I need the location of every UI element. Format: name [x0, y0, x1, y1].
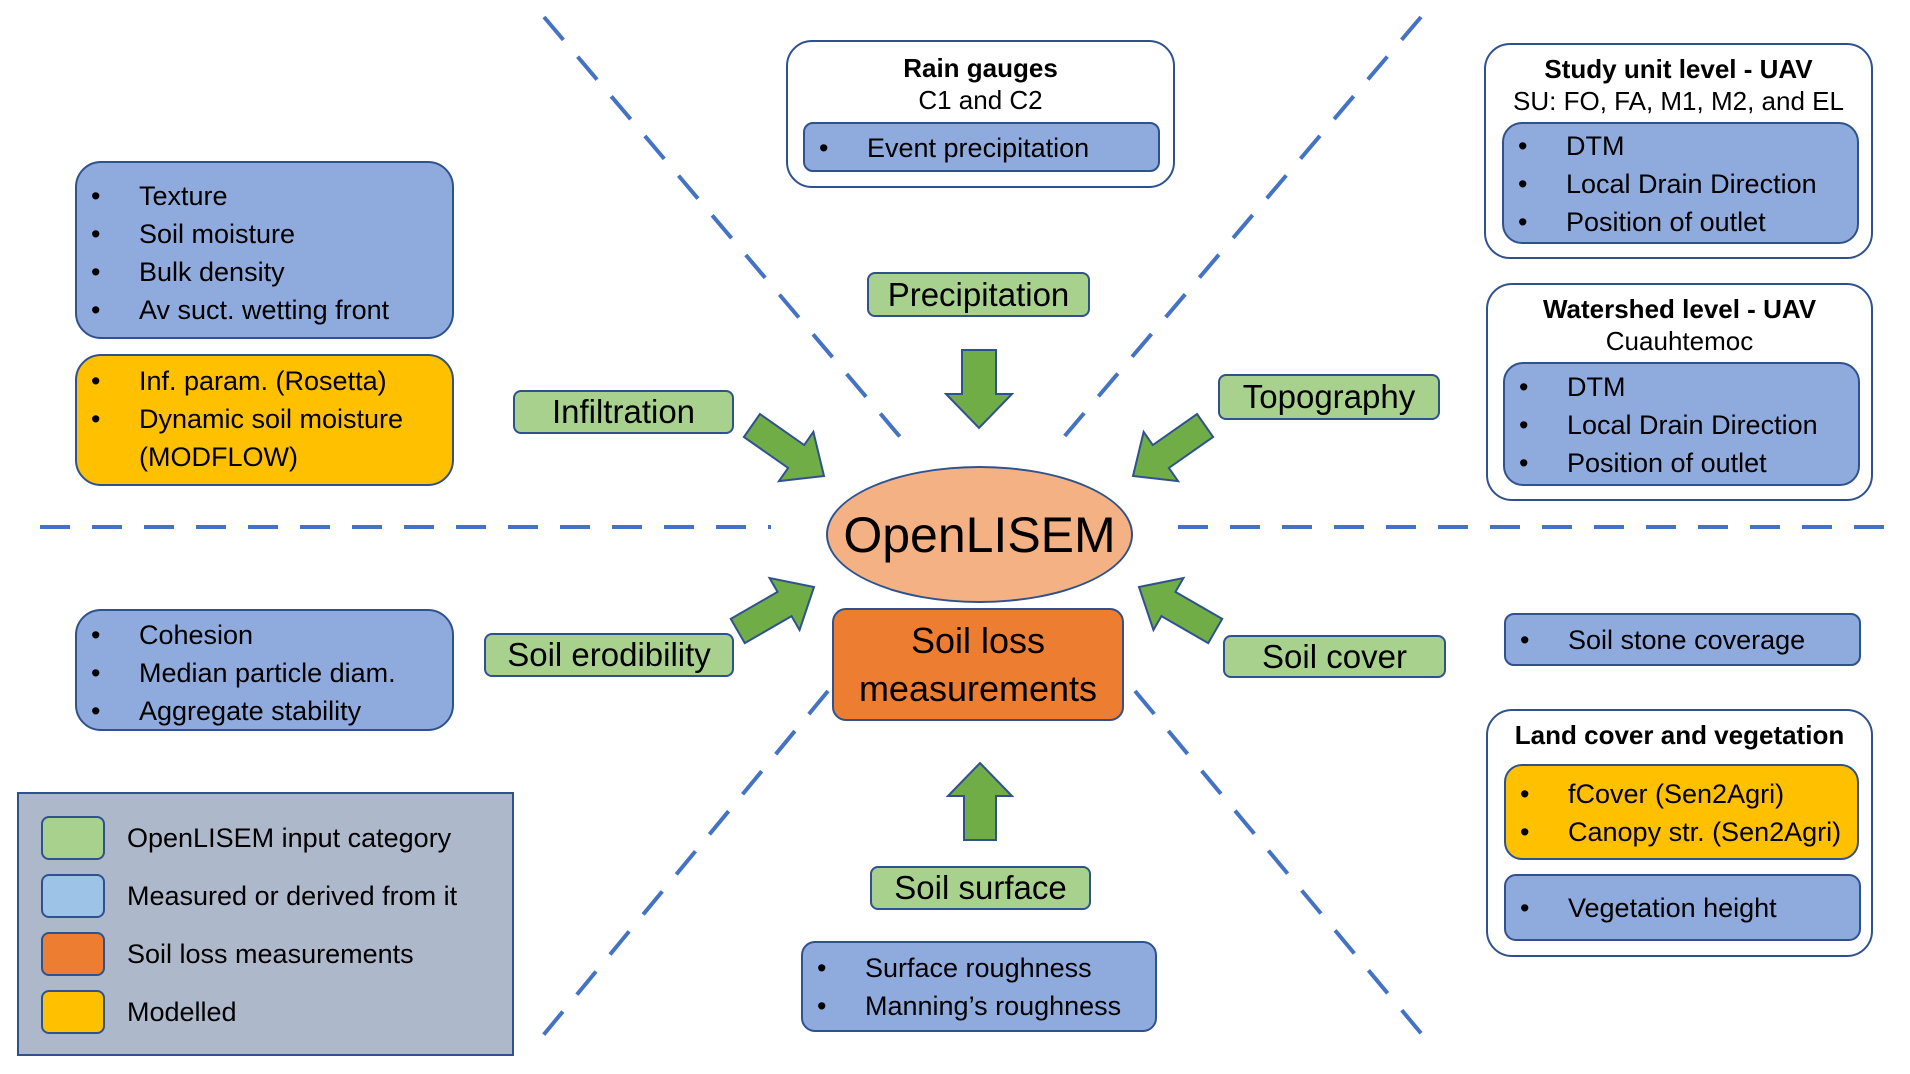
arrow-precipitation-icon: [943, 349, 1015, 430]
soil-loss-line2: measurements: [858, 667, 1098, 709]
divider-top-left: [542, 15, 903, 440]
list-item: Surface roughness: [803, 949, 1155, 987]
land-cover-title: Land cover and vegetation: [1514, 720, 1845, 750]
list-item: Vegetation height: [1506, 889, 1859, 927]
erodibility-measured-box: Cohesion Median particle diam. Aggregate…: [75, 609, 454, 731]
list-item: Manning’s roughness: [803, 987, 1155, 1025]
list-item: DTM: [1504, 127, 1857, 165]
category-topography: Topography: [1218, 374, 1440, 420]
legend-entry: Soil loss measurements: [41, 932, 414, 976]
list-item: Inf. param. (Rosetta): [77, 362, 452, 400]
category-soil-erodibility: Soil erodibility: [484, 633, 734, 677]
rain-gauges-title: Rain gauges: [903, 53, 1058, 83]
legend: OpenLISEM input category Measured or der…: [17, 792, 514, 1056]
study-unit-subtitle: SU: FO, FA, M1, M2, and EL: [1513, 86, 1844, 116]
category-infiltration: Infiltration: [513, 390, 734, 434]
rain-gauges-subtitle: C1 and C2: [918, 85, 1043, 115]
list-item: Local Drain Direction: [1505, 406, 1858, 444]
list-item-continuation: (MODFLOW): [139, 442, 298, 472]
list-item: Position of outlet: [1505, 444, 1858, 482]
arrow-infiltration-icon: [742, 412, 826, 483]
legend-entry: Modelled: [41, 990, 237, 1034]
study-unit-items-box: DTM Local Drain Direction Position of ou…: [1502, 122, 1859, 244]
rain-gauges-items-box: Event precipitation: [803, 122, 1160, 172]
land-cover-measured-box: Vegetation height: [1504, 874, 1861, 941]
legend-label: OpenLISEM input category: [127, 822, 452, 853]
legend-label: Modelled: [127, 996, 237, 1027]
watershed-subtitle: Cuauhtemoc: [1605, 326, 1754, 356]
list-item: DTM: [1505, 368, 1858, 406]
openlisem-model: OpenLISEM: [826, 466, 1133, 603]
legend-entry: Measured or derived from it: [41, 874, 457, 918]
study-unit-title: Study unit level - UAV: [1544, 54, 1813, 84]
soil-surface-measured-box: Surface roughness Manning’s roughness: [801, 941, 1157, 1032]
infiltration-measured-box: Texture Soil moisture Bulk density Av su…: [75, 161, 454, 339]
legend-swatch-measured: [41, 874, 105, 918]
soil-stone-box: Soil stone coverage: [1504, 613, 1861, 666]
legend-entry: OpenLISEM input category: [41, 816, 451, 860]
list-item: Soil stone coverage: [1506, 621, 1859, 659]
list-item: Local Drain Direction: [1504, 165, 1857, 203]
legend-label: Soil loss measurements: [127, 938, 414, 969]
watershed-title: Watershed level - UAV: [1542, 294, 1817, 324]
list-item: Av suct. wetting front: [77, 291, 452, 329]
infiltration-modelled-box: Inf. param. (Rosetta) Dynamic soil moist…: [75, 354, 454, 486]
arrow-soil-erodibility-icon: [729, 576, 816, 645]
list-item: Bulk density: [77, 253, 452, 291]
list-item: Event precipitation: [805, 129, 1158, 167]
list-item: Cohesion: [77, 616, 452, 654]
legend-swatch-soil-loss: [41, 932, 105, 976]
openlisem-label: OpenLISEM: [843, 506, 1116, 563]
list-item: fCover (Sen2Agri): [1506, 775, 1857, 813]
land-cover-modelled-box: fCover (Sen2Agri) Canopy str. (Sen2Agri): [1504, 764, 1859, 860]
divider-bottom-right: [1133, 689, 1427, 1040]
category-precipitation: Precipitation: [867, 272, 1090, 317]
legend-label: Measured or derived from it: [127, 880, 458, 911]
list-item: Canopy str. (Sen2Agri): [1506, 813, 1857, 851]
divider-bottom-left: [534, 689, 830, 1046]
category-soil-cover: Soil cover: [1223, 635, 1446, 678]
arrow-soil-surface-icon: [945, 761, 1015, 841]
soil-loss-line1: Soil loss: [910, 619, 1046, 661]
soil-loss-measurements-box: Soil loss measurements: [832, 608, 1124, 721]
legend-swatch-modelled: [41, 990, 105, 1034]
legend-swatch-input: [41, 816, 105, 860]
watershed-items-box: DTM Local Drain Direction Position of ou…: [1503, 362, 1860, 486]
list-item: Dynamic soil moisture: [77, 400, 452, 438]
list-item: Median particle diam.: [77, 654, 452, 692]
divider-top-right: [1061, 15, 1423, 440]
arrow-soil-cover-icon: [1137, 576, 1224, 645]
list-item: Soil moisture: [77, 215, 452, 253]
list-item: Texture: [77, 177, 452, 215]
list-item: Position of outlet: [1504, 203, 1857, 241]
arrow-topography-icon: [1131, 412, 1215, 483]
category-soil-surface: Soil surface: [870, 866, 1091, 910]
list-item: Aggregate stability: [77, 692, 452, 730]
